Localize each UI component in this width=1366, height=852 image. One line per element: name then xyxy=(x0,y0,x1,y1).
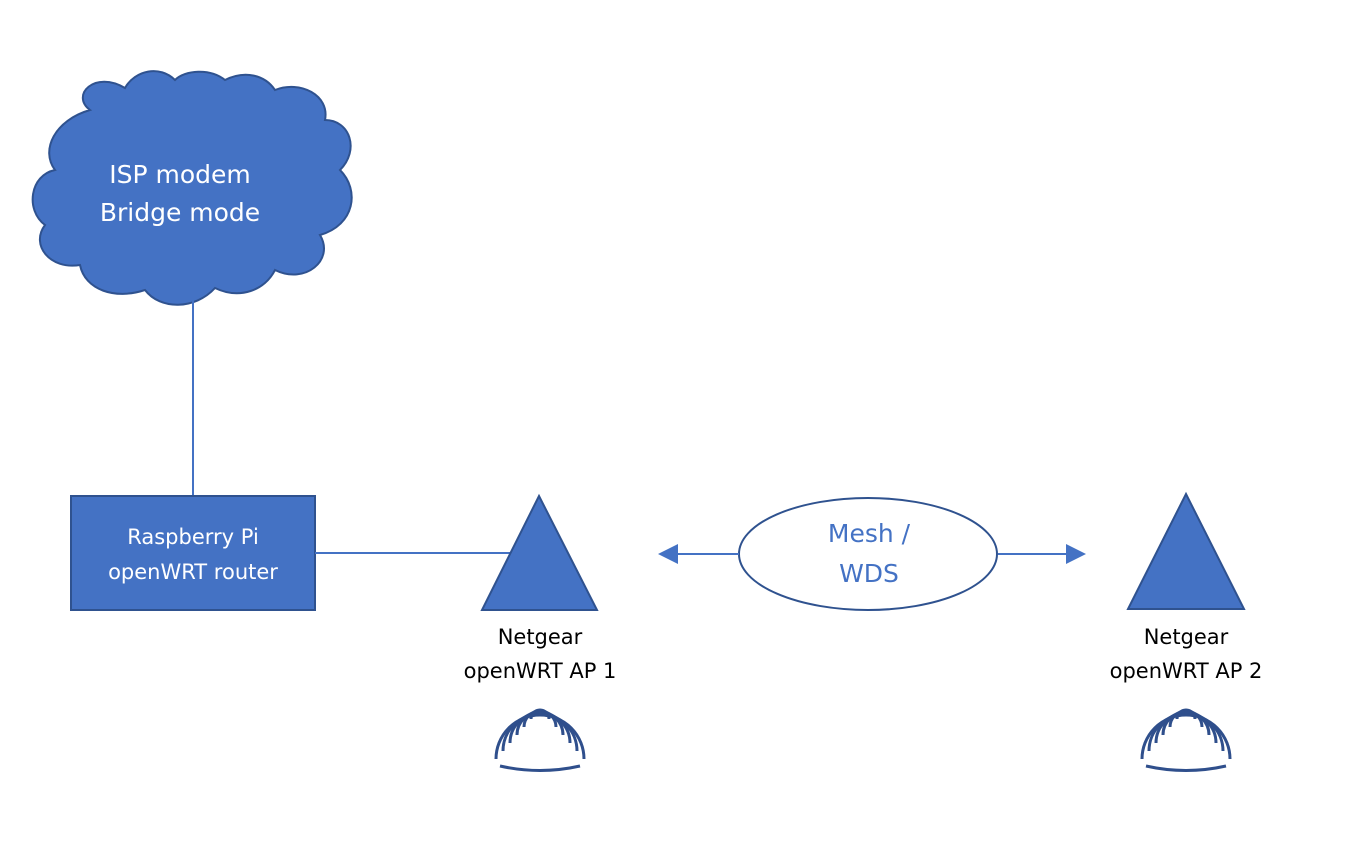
router-box xyxy=(70,495,316,611)
ap2-wifi-signal-icon xyxy=(1140,708,1232,772)
mesh-label-line2: WDS xyxy=(839,559,899,588)
router-label: Raspberry Pi openWRT router xyxy=(72,520,314,590)
ap1-wifi-signal-icon xyxy=(494,708,586,772)
isp-modem-cloud xyxy=(31,70,353,306)
ap1-label-line1: Netgear xyxy=(497,625,583,649)
mesh-label: Mesh / WDS xyxy=(740,514,998,594)
ap2-label-line1: Netgear xyxy=(1143,625,1229,649)
router-label-line2: openWRT router xyxy=(108,560,278,584)
cloud-label: ISP modem Bridge mode xyxy=(60,156,300,232)
ap2-triangle-icon xyxy=(1126,491,1246,610)
router-label-line1: Raspberry Pi xyxy=(127,525,259,549)
ap1-triangle-icon xyxy=(480,493,599,611)
ap2-label-line2: openWRT AP 2 xyxy=(1109,659,1263,683)
cloud-icon xyxy=(31,70,353,306)
mesh-label-line1: Mesh / xyxy=(827,519,911,548)
ap2-label: Netgear openWRT AP 2 xyxy=(1066,620,1306,688)
ap1-label-line2: openWRT AP 1 xyxy=(463,659,617,683)
ap1-label: Netgear openWRT AP 1 xyxy=(420,620,660,688)
cloud-label-line2: Bridge mode xyxy=(99,198,261,227)
cloud-label-line1: ISP modem xyxy=(109,160,251,189)
